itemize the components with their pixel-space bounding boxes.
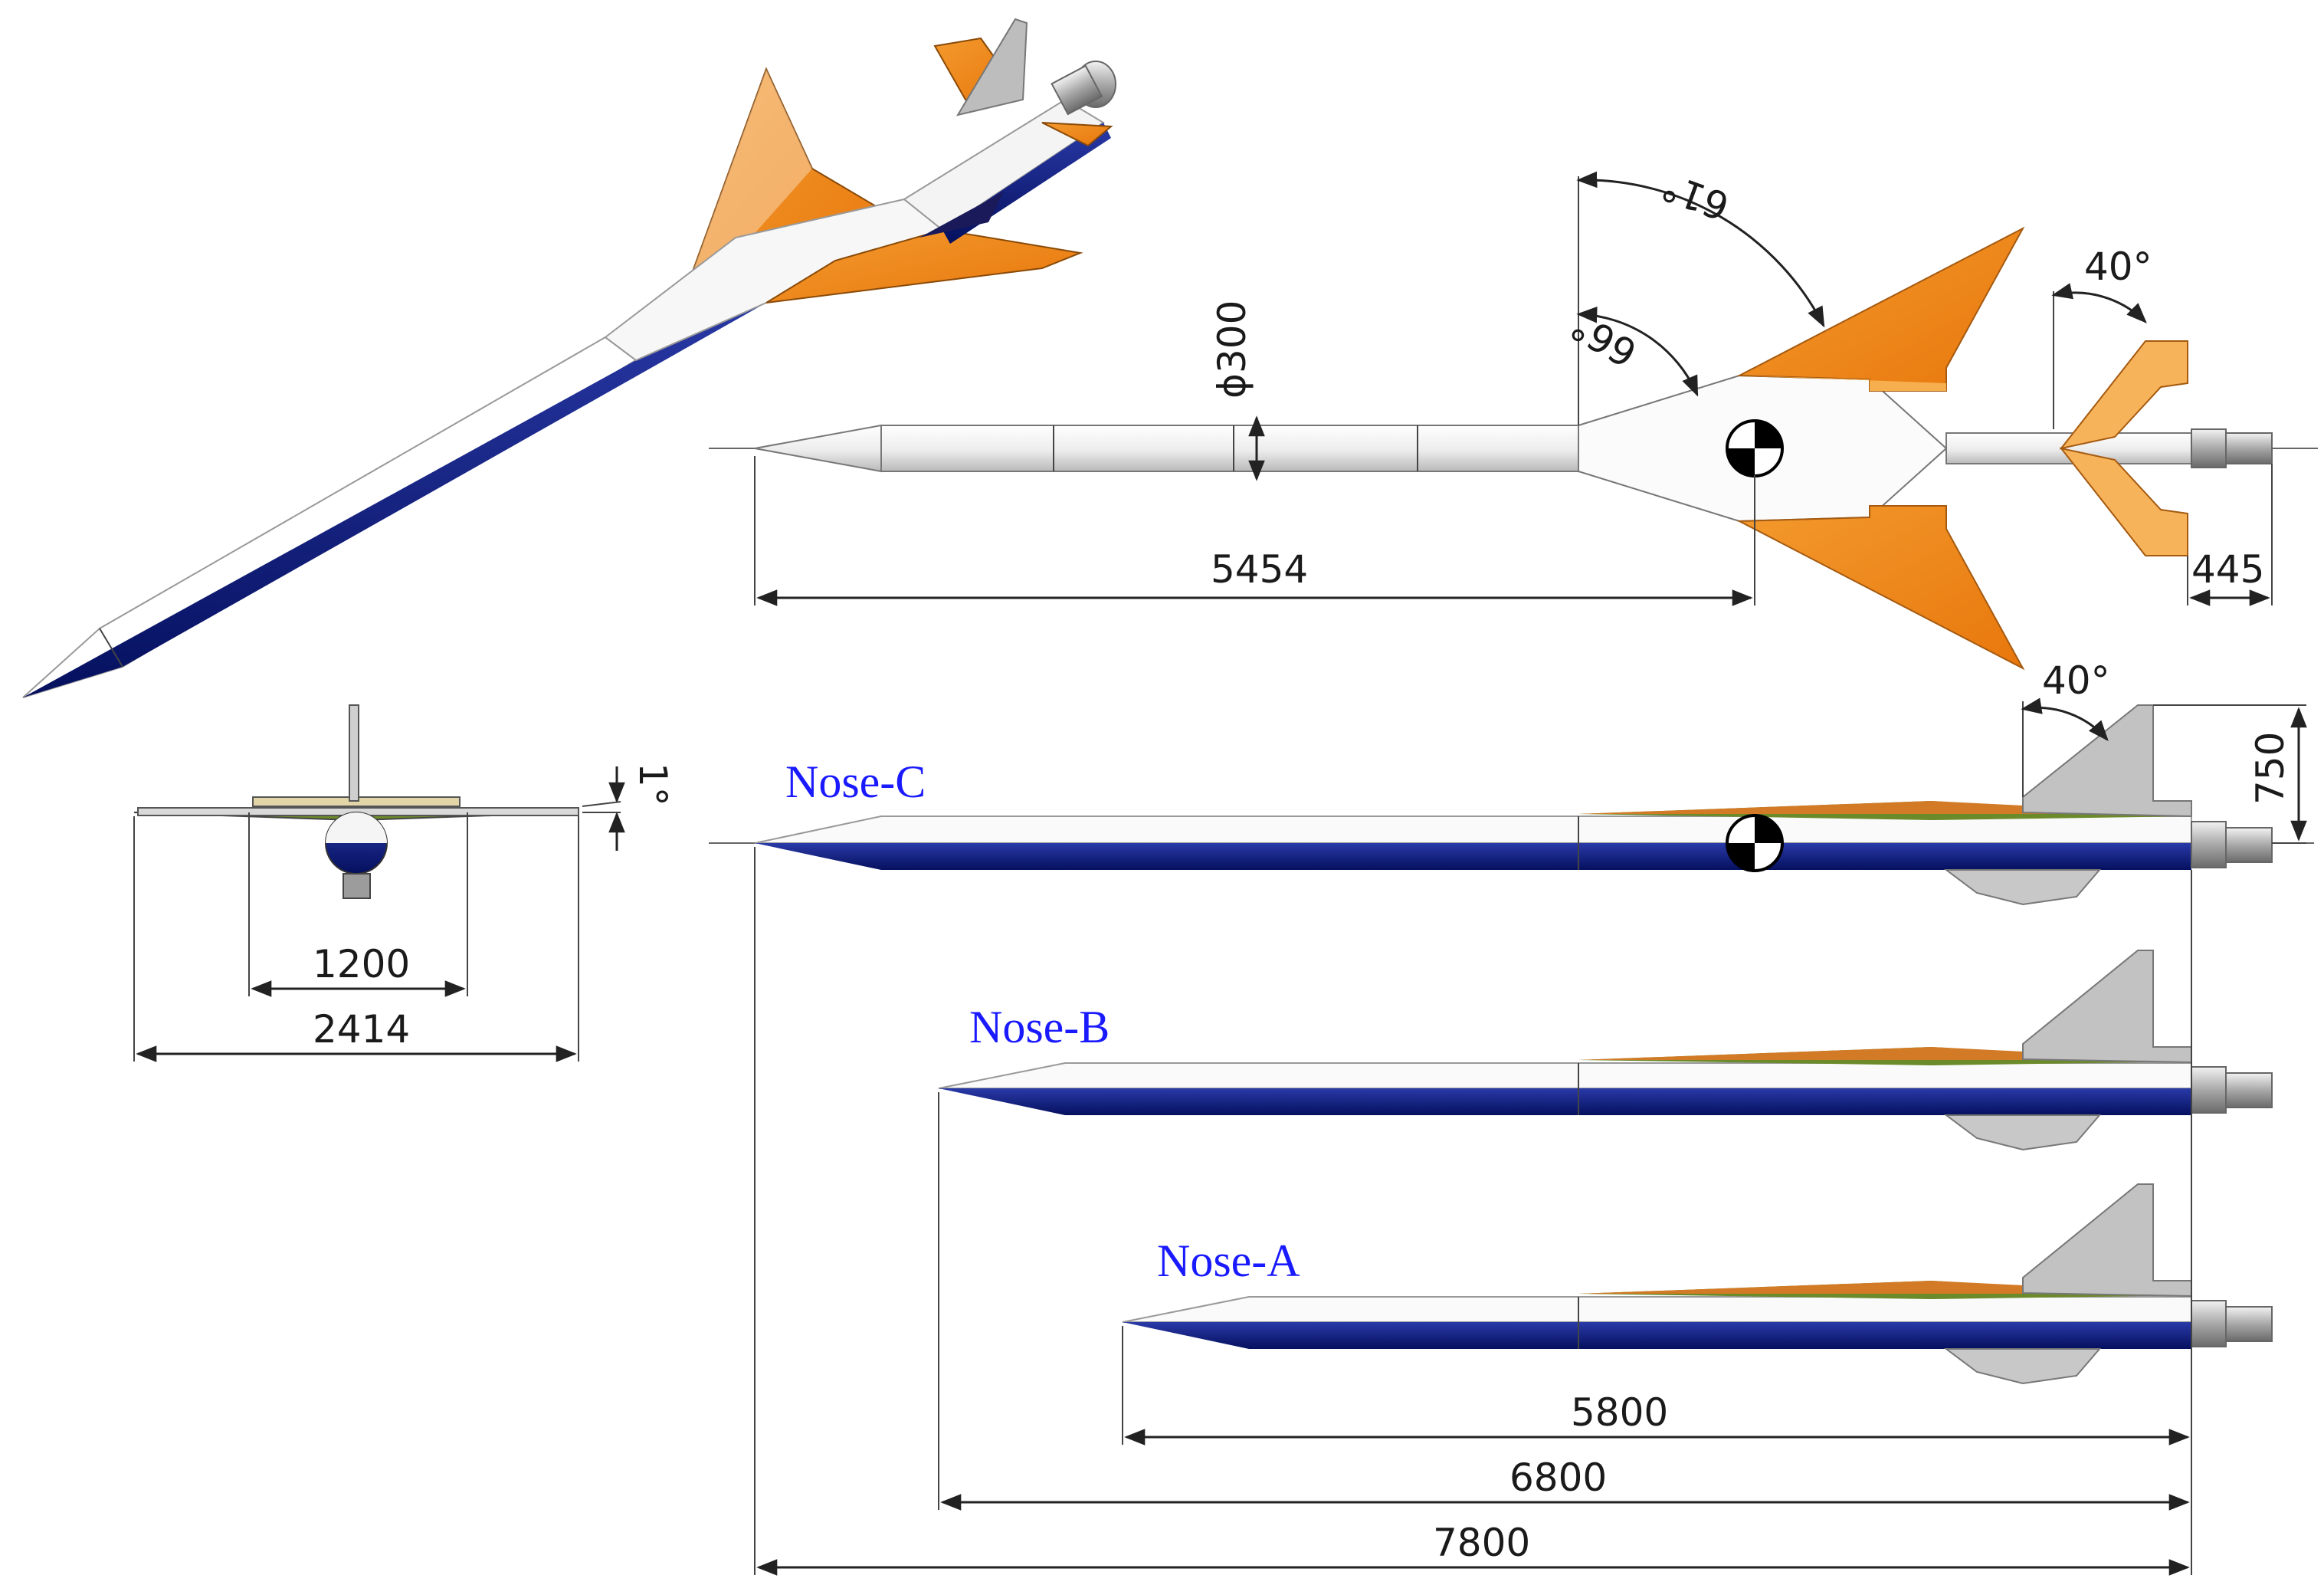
nose-b-label: Nose-B xyxy=(969,1002,1110,1052)
front-view xyxy=(133,704,625,1062)
cg-marker-side xyxy=(1726,814,1784,872)
wing-angle-outer-label: 61° xyxy=(1656,163,1735,228)
wing-angle-inner-label: 66° xyxy=(1563,303,1644,376)
cg-position-label: 5454 xyxy=(1211,547,1308,592)
nozzle-length-label: 445 xyxy=(2191,547,2264,592)
tail-angle-top-label: 40° xyxy=(2084,244,2152,289)
fin-height-label: 750 xyxy=(2248,732,2293,805)
length-nose-b-label: 6800 xyxy=(1509,1455,1607,1500)
nose-c-label: Nose-C xyxy=(785,756,926,807)
diameter-label: ϕ300 xyxy=(1210,300,1254,399)
cg-marker-top xyxy=(1726,419,1784,477)
dihedral-angle-label: 1° xyxy=(631,763,675,806)
side-view-nose-c xyxy=(709,697,2314,906)
span-inner-label: 1200 xyxy=(313,942,410,986)
length-nose-c-label: 7800 xyxy=(1433,1521,1530,1565)
length-nose-a-label: 5800 xyxy=(1571,1390,1668,1435)
top-view xyxy=(709,171,2318,671)
nose-a-label: Nose-A xyxy=(1157,1236,1300,1286)
fin-angle-label: 40° xyxy=(2042,658,2110,703)
side-view-nose-b xyxy=(938,950,2273,1151)
side-view-nose-a xyxy=(1122,1183,2273,1385)
isometric-view xyxy=(22,18,1116,698)
length-dimensions xyxy=(754,847,2192,1576)
span-total-label: 2414 xyxy=(313,1007,410,1052)
